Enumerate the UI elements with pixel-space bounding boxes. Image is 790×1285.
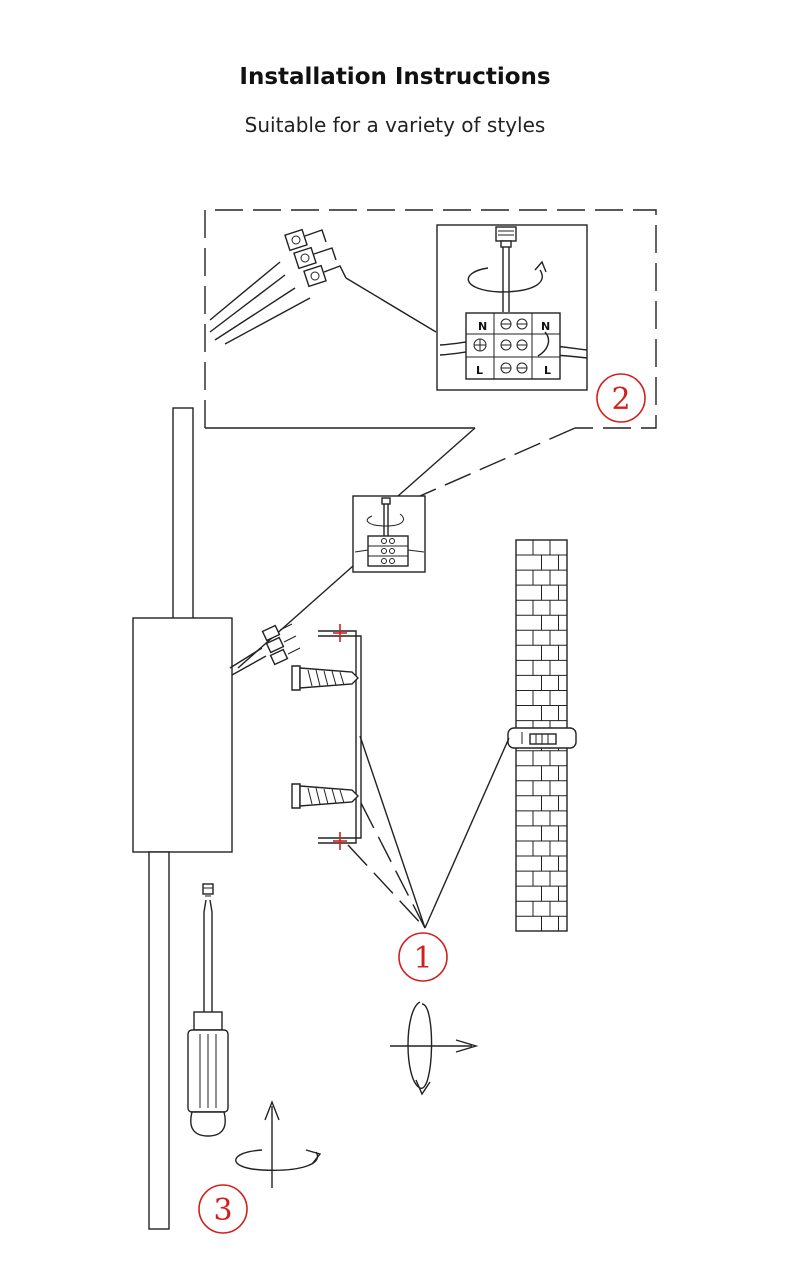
- wall-screw-top: [291, 665, 359, 691]
- wall-anchor: [507, 727, 577, 749]
- junction-box-small: [237, 495, 426, 669]
- tighten-arrow-icon: [235, 1100, 322, 1188]
- step-3-number: 3: [213, 1193, 232, 1228]
- lamp-fixture: [132, 407, 301, 1230]
- wiring-callout-frame: [204, 209, 657, 497]
- step-1-pointer-lines: [347, 735, 510, 929]
- step-1-marker: 1: [398, 932, 448, 982]
- terminal-label-n-left: N: [478, 320, 487, 333]
- step-2-marker: 2: [596, 373, 646, 423]
- screwdriver-icon: [187, 883, 229, 1137]
- terminal-label-n-right: N: [541, 320, 550, 333]
- terminal-block-detail: N N L L: [436, 224, 588, 391]
- mounting-bracket: [318, 624, 362, 850]
- terminal-label-l-left: L: [476, 364, 483, 377]
- page-title: Installation Instructions: [239, 64, 551, 90]
- step-1-number: 1: [413, 941, 432, 976]
- rotate-arrow-icon: [390, 1001, 479, 1096]
- connector-cable-detail: [209, 228, 437, 345]
- step-3-marker: 3: [198, 1184, 248, 1234]
- wall-screw-bottom: [291, 783, 359, 809]
- terminal-label-l-right: L: [544, 364, 551, 377]
- page-subtitle: Suitable for a variety of styles: [244, 113, 546, 137]
- step-2-number: 2: [611, 382, 630, 417]
